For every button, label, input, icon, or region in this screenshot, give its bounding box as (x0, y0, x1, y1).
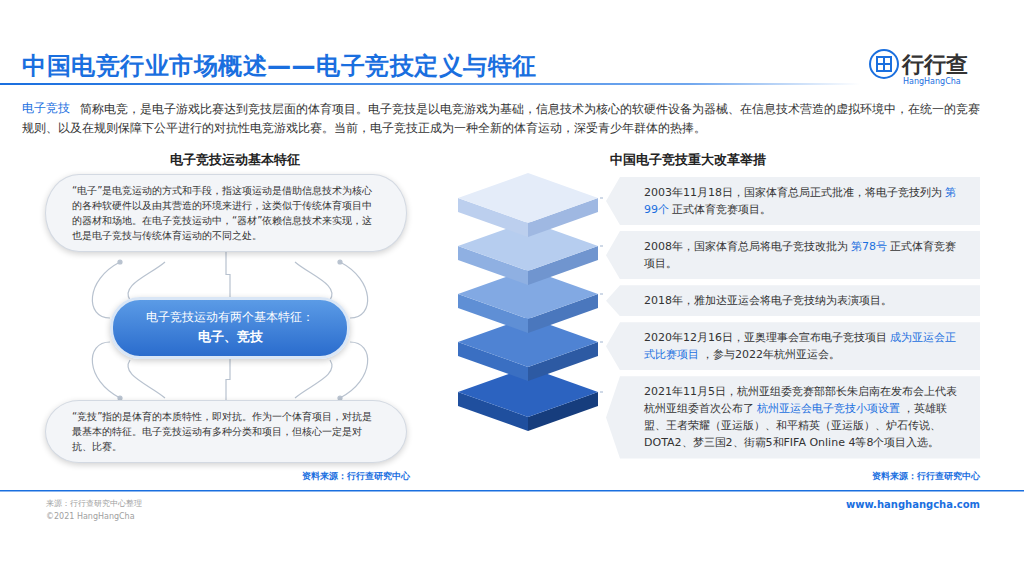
box-text: 2018年，雅加达亚运会将电子竞技纳为表演项目。 (644, 292, 966, 309)
timeline-box: 2020年12月16日，亚奥理事会宣布电子竞技项目成为亚运会正式比赛项目，参与2… (606, 322, 980, 370)
node-text: “竞技”指的是体育的本质特性，即对抗。作为一个体育项目，对抗是最基本的特征。电子… (72, 409, 380, 454)
feature-pill: 电子竞技运动有两个基本特征：电子、竞技 (110, 297, 350, 359)
footer-rule (0, 490, 1024, 492)
node-text: 电子、竞技 (125, 327, 335, 348)
highlight-text: 第78号 (851, 240, 887, 253)
intro-text: 简称电竞，是电子游戏比赛达到竞技层面的体育项目。电子竞技是以电竞游戏为基础，信息… (22, 100, 982, 138)
node-text: 2018年，雅加达亚运会将电子竞技纳为表演项目。 (644, 294, 892, 307)
stacked-layers (458, 173, 598, 431)
intro-keyword: 电子竞技 (22, 100, 70, 117)
timeline-box: 2003年11月18日，国家体育总局正式批准，将电子竞技列为第99个正式体育竞赛… (606, 177, 980, 225)
timeline-box: 2008年，国家体育总局将电子竞技改批为第78号正式体育竞赛项目。 (606, 231, 980, 279)
footer-source: 来源：行行查研究中心整理 (46, 498, 142, 509)
connector (226, 252, 230, 297)
node-text: 2020年12月16日，亚奥理事会宣布电子竞技项目 (644, 331, 887, 344)
leader-lines (600, 198, 604, 392)
section-heading: 中国电子竞技重大改革举措 (610, 151, 766, 169)
slide-title: 中国电竞行业市场概述——电子竞技定义与特征 (22, 50, 537, 82)
footer-copyright: ©2021 HangHangCha (46, 512, 135, 521)
logo-text: 行行查 (902, 50, 968, 80)
node-text: 2008年，国家体育总局将电子竞技改批为 (644, 240, 848, 253)
timeline-box: 2021年11月5日，杭州亚组委竞赛部部长朱启南在发布会上代表杭州亚组委首次公布… (606, 376, 980, 458)
node-text: 2003年11月18日，国家体育总局正式批准，将电子竞技列为 (644, 186, 942, 199)
node-text: 电子竞技运动有两个基本特征： (125, 308, 335, 327)
box-text: 2020年12月16日，亚奥理事会宣布电子竞技项目成为亚运会正式比赛项目，参与2… (644, 329, 966, 363)
title-underline (0, 83, 860, 85)
node-text: 正式体育竞赛项目。 (672, 203, 771, 216)
section-heading: 电子竞技运动基本特征 (170, 151, 300, 169)
logo-icon (870, 50, 898, 78)
footer-url: www.hanghangcha.com (830, 499, 980, 510)
node-text: ，参与2022年杭州亚运会。 (702, 348, 840, 361)
timeline-box: 2018年，雅加达亚运会将电子竞技纳为表演项目。 (606, 285, 980, 316)
source-note: 资料来源：行行查研究中心 (790, 470, 980, 483)
node-text: “电子”是电竞运动的方式和手段，指这项运动是借助信息技术为核心的各种软硬件以及由… (72, 183, 380, 243)
definition-callout: “电子”是电竞运动的方式和手段，指这项运动是借助信息技术为核心的各种软硬件以及由… (45, 174, 407, 252)
connector (226, 359, 230, 400)
highlight-text: 杭州亚运会电子竞技小项设置 (757, 402, 900, 415)
logo-subtext: HangHangCha (903, 77, 961, 86)
box-text: 2008年，国家体育总局将电子竞技改批为第78号正式体育竞赛项目。 (644, 238, 966, 272)
source-note: 资料来源：行行查研究中心 (230, 470, 410, 483)
box-text: 2003年11月18日，国家体育总局正式批准，将电子竞技列为第99个正式体育竞赛… (644, 184, 966, 218)
definition-callout: “竞技”指的是体育的本质特性，即对抗。作为一个体育项目，对抗是最基本的特征。电子… (45, 400, 407, 463)
box-text: 2021年11月5日，杭州亚组委竞赛部部长朱启南在发布会上代表杭州亚组委首次公布… (644, 383, 966, 451)
